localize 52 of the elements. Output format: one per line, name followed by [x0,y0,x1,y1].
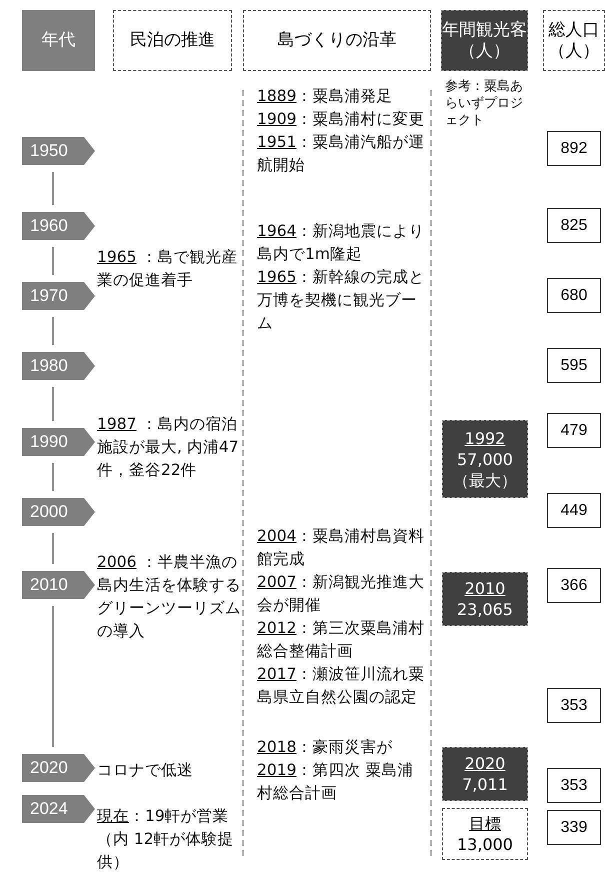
event-text: 2017：瀬波笹川流れ粟島県立自然公園の認定 [257,664,426,708]
timeline-line [52,387,54,421]
population-box: 479 [547,413,601,448]
year-marker: 2000 [22,498,95,526]
event-text: 1909：粟島浦村に変更 [257,109,426,130]
timeline-line [52,317,54,345]
visitor-count-box: 目標 13,000 [442,808,528,860]
column-header: 年間観光客（人） [441,10,528,71]
column-header: 島づくりの沿革 [243,10,431,71]
event-text: 2007：新潟観光推進大会が開催 [257,572,426,616]
population-box: 680 [547,278,601,313]
population-box: 366 [547,568,601,603]
population-box: 825 [547,208,601,243]
population-box: 353 [547,688,601,723]
year-marker: 1950 [22,137,95,165]
timeline-line [52,247,54,275]
event-text: 1889：粟島浦発足 [257,86,394,107]
timeline-line [52,172,54,205]
population-box: 449 [547,493,601,528]
timeline-line [52,463,54,491]
population-box: 595 [547,348,601,383]
column-header: 総人口（人） [543,10,605,71]
event-text: コロナで低迷 [97,760,194,781]
event-text: 2018：豪雨災害が [257,737,394,758]
event-text: 1951：粟島浦汽船が運航開始 [257,132,426,176]
event-text: 1965：新幹線の完成と万博を契機に観光ブーム [257,267,426,334]
year-marker: 1960 [22,212,95,240]
event-text: 1987 ：島内の宿泊施設が最大, 内浦47件，釜谷22件 [97,414,240,481]
visitor-count-box: 2020 7,011 [442,747,528,801]
event-text: 1965 ：島で観光産業の促進着手 [97,247,238,291]
column-header: 年代 [22,10,95,71]
timeline-line [52,606,54,747]
column-header: 民泊の推進 [113,10,232,71]
source-note: 参考：粟島あらいずプロジェクト [445,78,524,129]
year-marker: 2024 [22,795,95,823]
population-box: 339 [547,810,601,845]
year-marker: 1980 [22,352,95,380]
year-marker: 1970 [22,282,95,310]
year-marker: 1990 [22,428,95,456]
event-text: 2012：第三次粟島浦村総合整備計画 [257,618,426,662]
population-box: 353 [547,768,601,803]
event-text: 2004：粟島浦村島資料館完成 [257,526,426,570]
visitor-count-box: 1992 57,000 （最大） [442,420,528,498]
timeline-line [52,533,54,564]
event-text: 2019：第四次 粟島浦村総合計画 [257,760,414,804]
year-marker: 2010 [22,571,95,599]
event-text: 現在：19軒が営業（内 12軒が体験提供） [97,806,235,873]
year-marker: 2020 [22,754,95,782]
event-text: 2006 ：半農半漁の島内生活を体験するグリーンツーリズムの導入 [97,552,242,642]
population-box: 892 [547,131,601,166]
event-text: 1964：新潟地震により島内で1m隆起 [257,221,426,265]
visitor-count-box: 2010 23,065 [442,572,528,626]
